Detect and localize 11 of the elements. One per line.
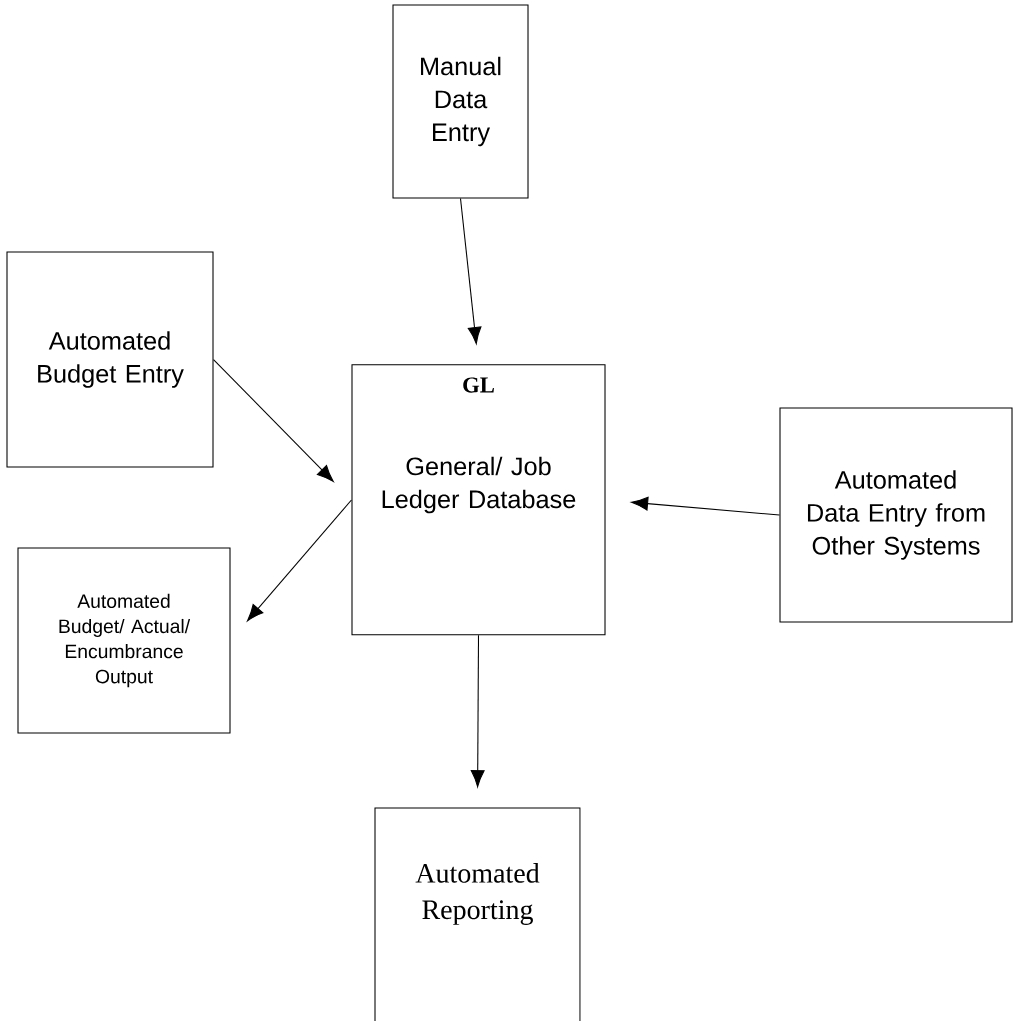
process-box: Automated Budget Entry bbox=[6, 251, 214, 468]
database-cylinder: GL General/ Job Ledger Database bbox=[351, 364, 606, 636]
process-box: Automated Budget/ Actual/ Encumbrance Output bbox=[17, 547, 231, 734]
arrow bbox=[631, 496, 780, 516]
arrow bbox=[213, 358, 334, 482]
arrow bbox=[470, 634, 485, 788]
process-box: Automated Reporting bbox=[374, 807, 581, 1021]
arrow bbox=[247, 499, 352, 622]
arrow bbox=[459, 198, 482, 345]
process-box: Automated Data Entry from Other Systems bbox=[779, 407, 1013, 623]
process-box: Manual Data Entry bbox=[392, 4, 529, 199]
